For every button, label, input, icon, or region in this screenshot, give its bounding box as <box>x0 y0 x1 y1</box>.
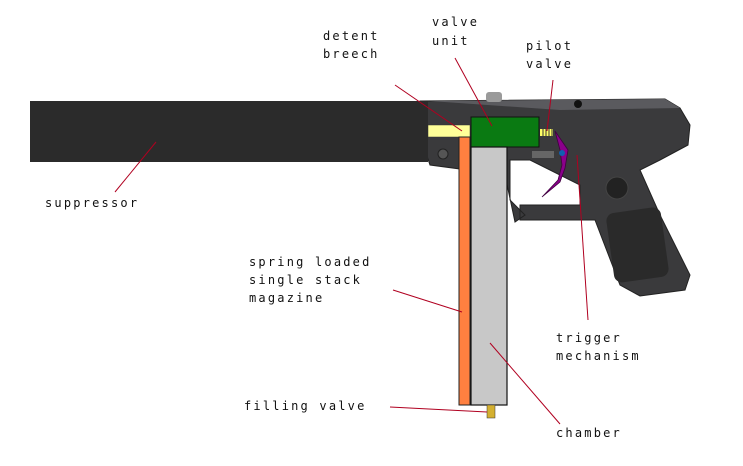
detent-breech <box>427 124 471 138</box>
suppressor <box>30 101 428 162</box>
label-magazine-1: spring loaded <box>249 255 372 269</box>
label-trigger: trigger <box>556 331 622 345</box>
label-breech: breech <box>323 47 380 61</box>
filling-valve <box>486 404 496 419</box>
charging-knob <box>486 92 502 102</box>
pilot-valve-spring <box>540 129 553 136</box>
valve-unit <box>470 116 540 148</box>
trigger <box>541 130 569 198</box>
leader-lines <box>114 57 589 425</box>
label-magazine-3: magazine <box>249 291 324 305</box>
label-magazine-2: single stack <box>249 273 362 287</box>
label-suppressor: suppressor <box>45 196 139 210</box>
label-chamber: chamber <box>556 426 622 440</box>
label-detent: detent <box>323 29 380 43</box>
label-unit: unit <box>432 34 470 48</box>
chamber <box>470 146 508 406</box>
label-pilot: pilot <box>526 39 573 53</box>
label-filling-valve: filling valve <box>244 399 367 413</box>
magazine <box>458 136 471 406</box>
label-valve: valve <box>432 15 479 29</box>
label-mechanism: mechanism <box>556 349 641 363</box>
label-pilot-valve: valve <box>526 57 573 71</box>
